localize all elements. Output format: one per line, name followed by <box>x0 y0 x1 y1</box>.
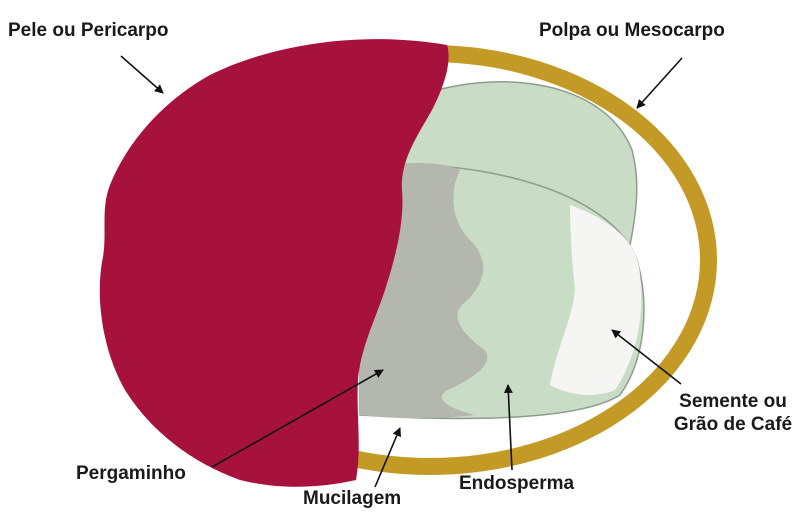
label-pergaminho: Pergaminho <box>76 462 186 485</box>
arrow-pele <box>121 56 163 93</box>
label-semente-line2: Grão de Café <box>663 413 803 436</box>
label-semente-line1: Semente ou <box>663 390 803 413</box>
label-pele: Pele ou Pericarpo <box>8 19 169 42</box>
label-endosperma: Endosperma <box>459 472 574 495</box>
label-mucilagem: Mucilagem <box>303 487 401 510</box>
label-polpa: Polpa ou Mesocarpo <box>539 19 725 42</box>
label-semente: Semente ou Grão de Café <box>663 390 803 436</box>
arrow-polpa <box>637 58 682 108</box>
